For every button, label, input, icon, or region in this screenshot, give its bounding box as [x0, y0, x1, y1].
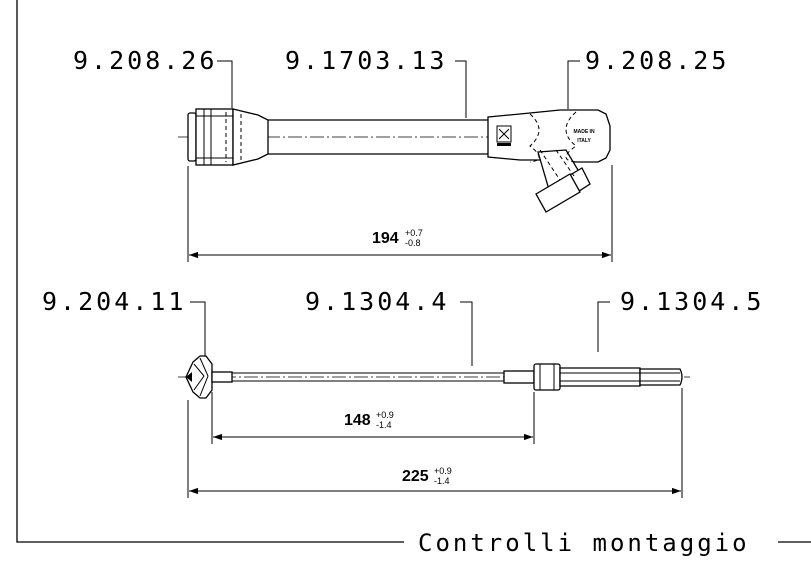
bottom-rod — [232, 370, 535, 384]
dimension-top-tol-plus: +0.7 — [405, 228, 423, 238]
top-left-fitting — [187, 108, 269, 166]
dimension-top-value: 194 — [372, 230, 399, 247]
top-assembly: MADE IN ITALY 9.208.26 9.1703.13 9.208.2… — [73, 46, 729, 262]
leader-top-right — [567, 60, 580, 109]
leader-bottom-left — [190, 301, 206, 356]
valve-marking-line2: ITALY — [577, 138, 591, 144]
bottom-left-cutter — [185, 355, 233, 399]
dimension-bottom-inner: 148 +0.9 -1.4 — [211, 392, 535, 444]
dimension-inner-tol-minus: -1.4 — [376, 420, 392, 430]
dimension-overall-value: 225 — [402, 468, 429, 485]
bottom-right-handle — [533, 363, 683, 391]
bottom-assembly: 9.204.11 9.1304.4 9.1304.5 148 +0.9 -1.4… — [42, 287, 764, 498]
top-right-valve: MADE IN ITALY — [487, 109, 611, 213]
valve-logo — [496, 125, 512, 143]
part-label-bottom-right: 9.1304.5 — [620, 287, 764, 316]
dimension-inner-tol-plus: +0.9 — [376, 410, 394, 420]
dimension-top: 194 +0.7 -0.8 — [187, 165, 613, 262]
dimension-overall-tol-plus: +0.9 — [434, 466, 452, 476]
leader-bottom-middle — [460, 301, 473, 366]
dimension-overall-tol-minus: -1.4 — [434, 476, 450, 486]
part-label-top-right: 9.208.25 — [585, 46, 729, 75]
part-label-bottom-middle: 9.1304.4 — [305, 287, 449, 316]
valve-marking-line1: MADE IN — [573, 129, 595, 135]
leader-bottom-right — [597, 301, 610, 352]
top-tube — [268, 119, 488, 155]
part-label-bottom-left: 9.204.11 — [42, 287, 186, 316]
dimension-bottom-overall: 225 +0.9 -1.4 — [187, 388, 683, 498]
dimension-top-tol-minus: -0.8 — [405, 238, 421, 248]
part-label-top-middle: 9.1703.13 — [285, 46, 447, 75]
frame-title: Controlli montaggio — [418, 529, 750, 557]
leader-top-middle — [455, 60, 467, 118]
part-label-top-left: 9.208.26 — [73, 46, 217, 75]
dimension-inner-value: 148 — [344, 412, 371, 429]
leader-top-left — [217, 60, 233, 108]
drawing-frame — [16, 0, 811, 543]
